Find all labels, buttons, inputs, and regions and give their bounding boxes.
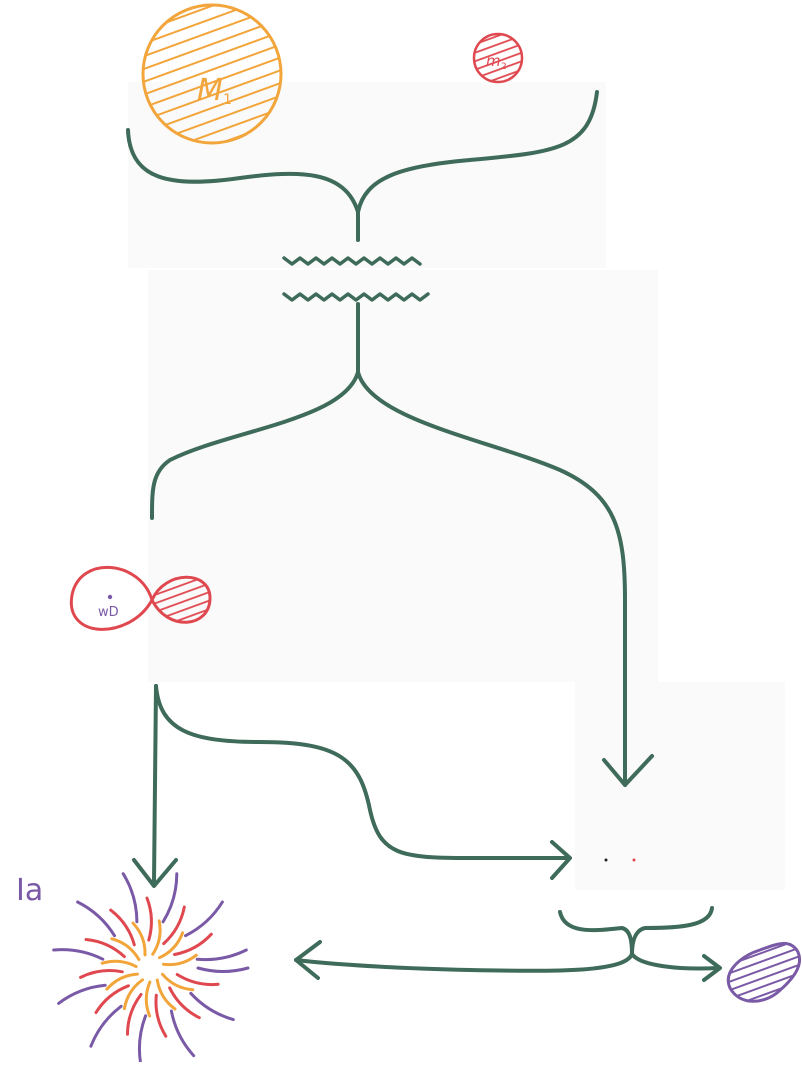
- white-dwarf-binary: wD: [71, 567, 210, 629]
- ink-speck: [605, 859, 608, 862]
- supernova-ray: [198, 968, 248, 972]
- panel-middle: [148, 270, 658, 682]
- track-split-upper-right: [632, 908, 712, 954]
- star-m1: M 1: [143, 5, 281, 143]
- supernova-ray: [139, 1016, 145, 1062]
- star-m2: m 2: [474, 34, 522, 82]
- supernova-ray: [59, 985, 106, 1003]
- supernova-ray: [186, 902, 223, 936]
- supernova-ray: [102, 961, 136, 966]
- background-panels: [128, 82, 785, 890]
- supernova-ray: [54, 950, 103, 960]
- track-to-supernova: [296, 954, 632, 971]
- track-wd-curve: [156, 686, 568, 858]
- remnant-blob: [728, 943, 799, 1001]
- supernova-ray: [170, 988, 200, 1018]
- supernova-ray: [153, 921, 160, 954]
- star-m2-subscript: 2: [501, 62, 507, 72]
- white-dwarf-label: wD: [98, 605, 119, 620]
- star-m1-label: M: [197, 73, 223, 108]
- supernova-ray: [128, 995, 142, 1035]
- supernova-ray: [177, 975, 218, 985]
- supernova-ray: [164, 955, 197, 964]
- supernova-ray: [146, 982, 150, 1016]
- supernova-ia: Ia: [16, 873, 248, 1062]
- supernova-ray: [78, 902, 115, 936]
- supernova-ray: [163, 874, 177, 922]
- supernova-ray: [81, 971, 123, 978]
- supernova-ray: [171, 1011, 193, 1056]
- supernova-rays: [54, 874, 248, 1062]
- white-dwarf-dot: [108, 595, 112, 599]
- star-m1-subscript: 1: [223, 92, 232, 108]
- supernova-ray: [163, 974, 193, 989]
- ink-speck-red: [633, 859, 636, 862]
- supernova-ray: [123, 874, 137, 922]
- supernova-ray: [197, 950, 246, 960]
- supernova-ray: [147, 898, 151, 940]
- supernova-ray: [156, 995, 166, 1036]
- track-wd-down: [154, 686, 156, 882]
- supernova-ray: [133, 923, 145, 955]
- track-split-upper-left: [560, 912, 632, 954]
- supernova-label: Ia: [16, 873, 43, 908]
- star-m2-label: m: [486, 52, 501, 70]
